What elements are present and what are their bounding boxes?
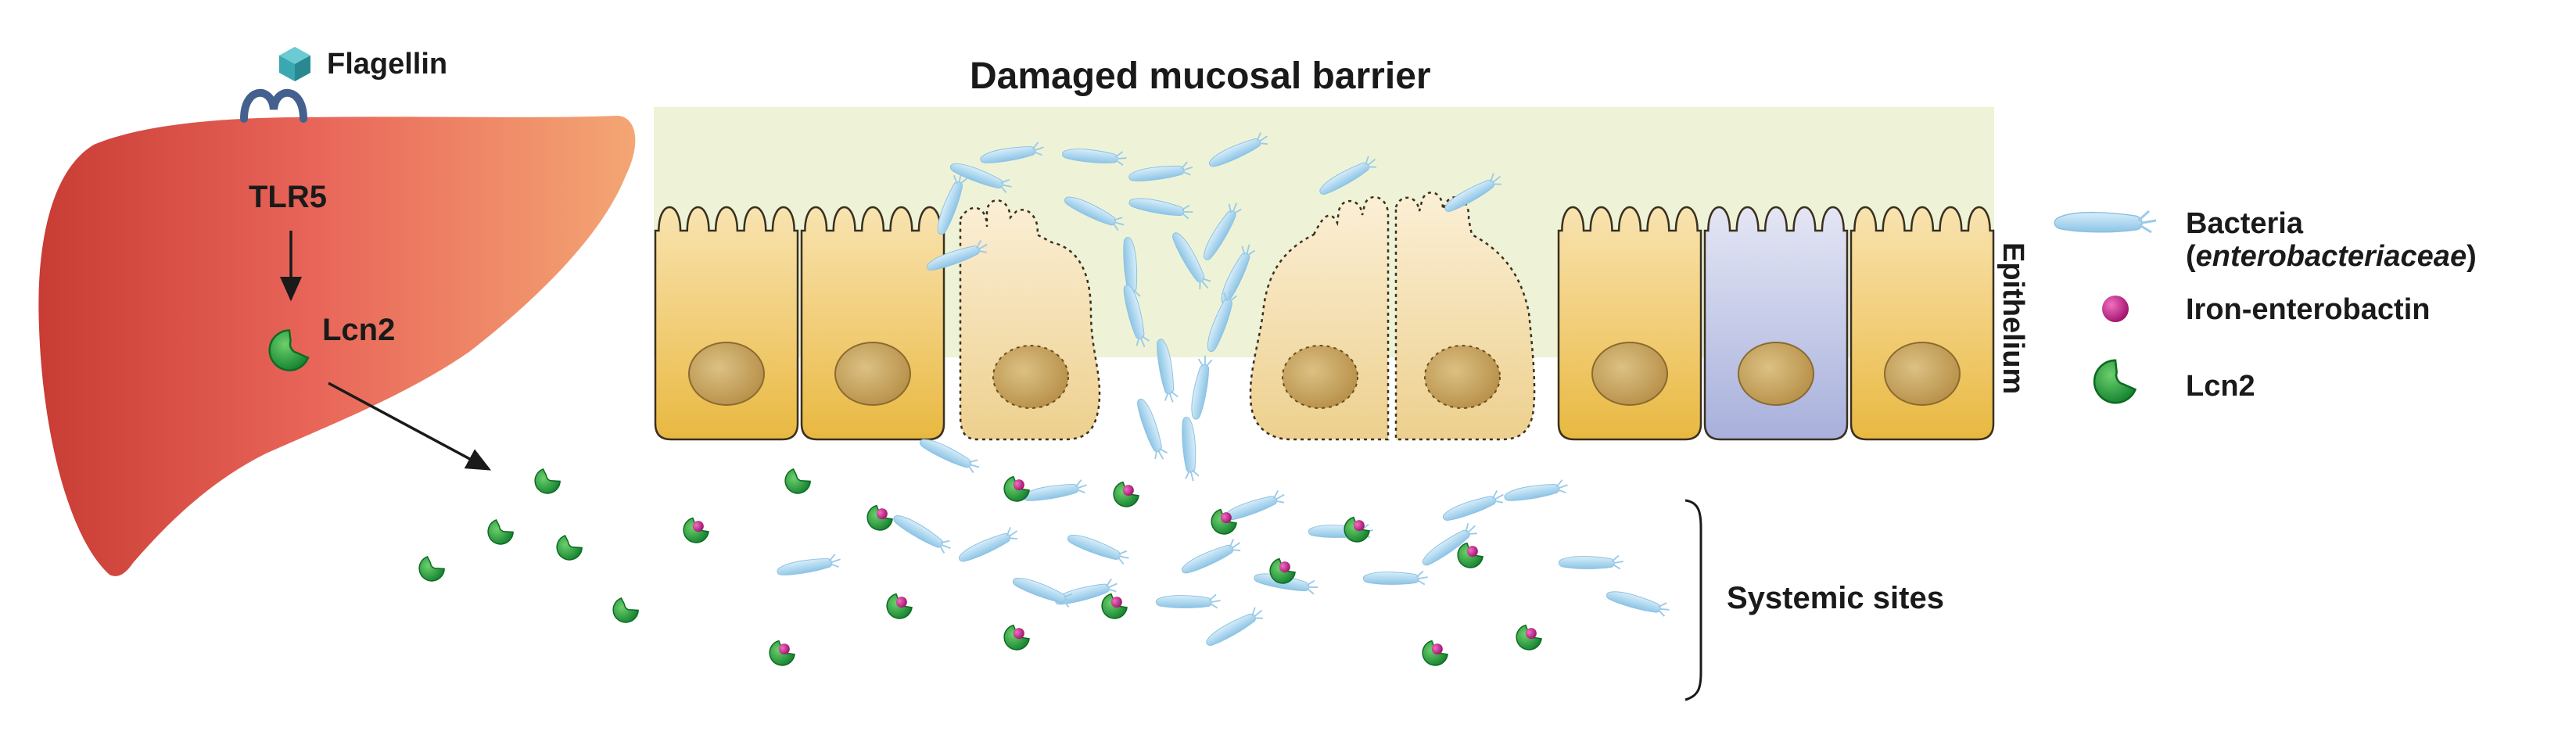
- lcn2-iron-complex-icon: [1512, 621, 1545, 654]
- tlr5-receptor: [240, 88, 307, 123]
- legend-iron-label: Iron-enterobactin: [2186, 293, 2430, 326]
- nucleus: [1884, 342, 1961, 406]
- bacterium-icon: [1065, 529, 1132, 566]
- nucleus: [1738, 342, 1814, 406]
- lcn2-liver-label: Lcn2: [322, 313, 395, 347]
- bacterium-icon: [917, 433, 983, 475]
- bacterium-icon: [1362, 570, 1429, 586]
- goblet-cell: [1703, 206, 1849, 441]
- lcn2-icon: [483, 515, 517, 549]
- epithelial-cell: [1557, 206, 1702, 441]
- lcn2-group: [414, 464, 1545, 669]
- bacterium-icon: [955, 525, 1021, 566]
- lcn2-iron-complex-icon: [1340, 513, 1372, 546]
- flagellin-label: Flagellin: [327, 48, 447, 81]
- lcn2-iron-complex-icon: [1419, 636, 1451, 669]
- lcn2-iron-complex-icon: [1110, 478, 1142, 511]
- bacterium-icon: [1187, 353, 1214, 421]
- lcn2-iron-complex-icon: [766, 636, 798, 669]
- nucleus: [834, 342, 911, 406]
- nucleus: [1282, 345, 1358, 409]
- damaged-epithelial-cell: [1249, 195, 1390, 441]
- lcn2-iron-complex-icon: [883, 590, 915, 622]
- bacterium-icon: [1179, 415, 1200, 483]
- diagram-title: Damaged mucosal barrier: [970, 56, 1431, 97]
- epithelial-cell: [800, 206, 945, 441]
- nucleus: [688, 342, 765, 406]
- bacterium-icon: [1155, 593, 1222, 609]
- nucleus: [992, 345, 1069, 409]
- systemic-bracket: [1684, 499, 1702, 701]
- nucleus: [1424, 345, 1501, 409]
- legend: Bacteria (enterobacteriaceae) Iron-enter…: [2053, 207, 2477, 404]
- damaged-epithelial-cell: [1394, 191, 1536, 441]
- bacterium-icon: [1021, 478, 1089, 504]
- lcn2-icon: [780, 464, 814, 498]
- legend-lcn2-label: Lcn2: [2186, 370, 2255, 403]
- lcn2-icon: [414, 552, 448, 586]
- flagellin-icon: [279, 47, 310, 81]
- epithelium-label: Epithelium: [1997, 242, 2029, 394]
- bacterium-icon: [1133, 396, 1170, 463]
- lcn2-icon: [608, 593, 642, 627]
- lcn2-icon: [530, 464, 564, 498]
- epithelium: [654, 191, 1995, 441]
- epithelial-cell: [654, 206, 799, 441]
- liver: Flagellin TLR5 Lcn2: [38, 47, 636, 576]
- liver-shape: [38, 116, 636, 576]
- bacterium-icon: [1178, 536, 1244, 578]
- arrow-secretion: [328, 382, 492, 471]
- lcn2-icon: [552, 531, 586, 565]
- nucleus: [1591, 342, 1668, 406]
- legend-bacteria-family: (enterobacteriaceae): [2186, 240, 2477, 273]
- lcn2-iron-complex-icon: [680, 514, 712, 547]
- bacterium-icon: [1440, 488, 1507, 525]
- tlr5-label: TLR5: [249, 180, 327, 214]
- legend-lcn2-icon: [2093, 359, 2137, 404]
- systemic-sites-label: Systemic sites: [1727, 581, 1944, 615]
- damaged-epithelial-cell: [959, 199, 1101, 441]
- bacterium-icon: [1558, 554, 1624, 570]
- legend-iron-icon: [2102, 296, 2129, 322]
- epithelial-cell: [1849, 206, 1995, 441]
- bacterium-icon: [1604, 586, 1672, 618]
- lcn2-iron-complex-icon: [1098, 590, 1130, 622]
- lcn2-iron-complex-icon: [863, 501, 895, 534]
- legend-bacteria-icon: [2053, 210, 2158, 234]
- bacterium-icon: [1221, 488, 1288, 525]
- bacterium-icon: [1202, 604, 1267, 650]
- bacterium-icon: [890, 510, 955, 556]
- bacterium-icon: [775, 552, 843, 579]
- legend-bacteria-label: Bacteria: [2186, 207, 2304, 240]
- lcn2-iron-complex-icon: [1000, 621, 1032, 654]
- bacterium-icon: [1502, 478, 1570, 504]
